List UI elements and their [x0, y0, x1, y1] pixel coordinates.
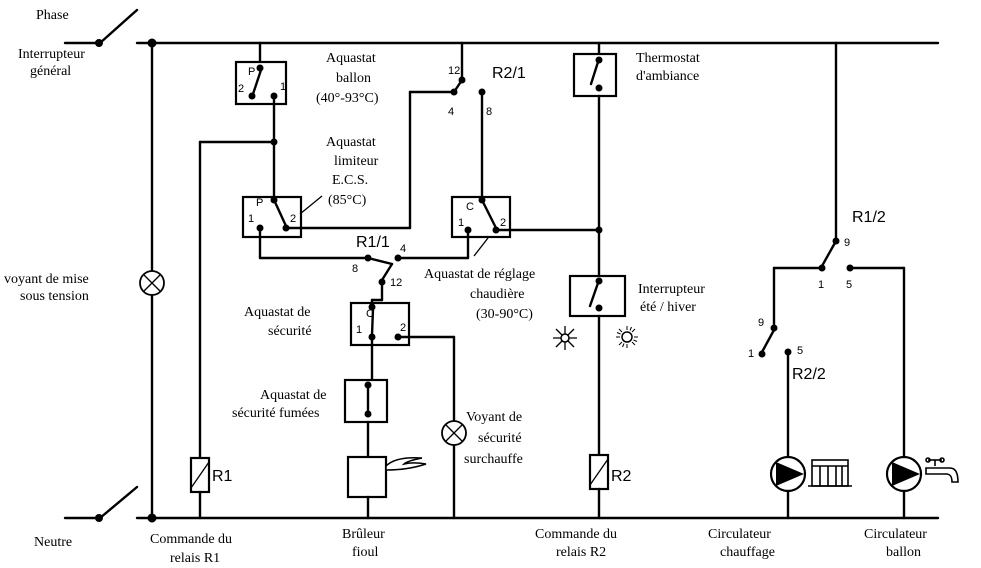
phase-rail: [63, 8, 940, 48]
neutral-label: Neutre: [34, 535, 72, 550]
aquastat-limiteur-label: Aquastat: [326, 135, 376, 150]
ete-hiver-label-2: été / hiver: [640, 300, 696, 315]
aquastat-fumees-label-2: sécurité fumées: [232, 406, 319, 421]
term-9: 9: [844, 237, 850, 249]
term-c: C: [366, 308, 374, 320]
sun-icon: [616, 326, 638, 348]
circ-chauffage-label-2: chauffage: [720, 545, 775, 560]
term-1: 1: [818, 279, 824, 291]
ete-hiver-label: Interrupteur: [638, 282, 705, 297]
phase-label: Phase: [36, 8, 69, 23]
faucet-icon: [925, 457, 959, 483]
term-1: 1: [248, 213, 254, 225]
terminal-labels: P 2 1 P 1 2 12 4 8 C 1 2 8 4 12 C 1 2 9 …: [238, 65, 852, 360]
bruleur-box: [346, 455, 388, 499]
relay-r1-2-label: R1/2: [852, 209, 886, 226]
term-12: 12: [448, 65, 460, 77]
term-5: 5: [797, 345, 803, 357]
aquastat-ballon-label-2: ballon: [336, 71, 371, 86]
aquastat-securite-label-2: sécurité: [268, 324, 312, 339]
term-2: 2: [238, 83, 244, 95]
circ-ballon-label: Circulateur: [864, 527, 927, 542]
relay-labels: R2/1 R1/1 R1/2 R2/2 R1 R2: [212, 65, 886, 485]
term-c: C: [466, 201, 474, 213]
term-2: 2: [290, 213, 296, 225]
overheat-lamp-label-2: sécurité: [478, 431, 522, 446]
relay-r1-cmd-label-2: relais R1: [170, 551, 220, 566]
term-4: 4: [400, 243, 406, 255]
term-1: 1: [748, 348, 754, 360]
term-8: 8: [486, 106, 492, 118]
aquastat-ballon-label: Aquastat: [326, 51, 376, 66]
relay-r2-cmd-label-2: relais R2: [556, 545, 606, 560]
relay-r2-2-label: R2/2: [792, 366, 826, 383]
aquastat-reglage-label-2: chaudière: [470, 287, 524, 302]
aquastat-securite-label: Aquastat de: [244, 305, 310, 320]
aquastat-limiteur-range: (85°C): [328, 193, 367, 208]
aquastat-reglage-range: (30-90°C): [476, 307, 533, 322]
term-1: 1: [280, 81, 286, 93]
circ-chauffage-label: Circulateur: [708, 527, 771, 542]
thermostat-label-2: d'ambiance: [636, 69, 699, 84]
aquastat-ballon-range: (40°-93°C): [316, 91, 379, 106]
radiator-icon: [808, 459, 852, 487]
thermostat-label: Thermostat: [636, 51, 700, 66]
term-2: 2: [500, 217, 506, 229]
term-12: 12: [390, 277, 402, 289]
labels: Phase Interrupteur général Neutre voyant…: [4, 8, 927, 566]
power-lamp-label-2: sous tension: [20, 289, 89, 304]
main-switch-label: Interrupteur: [18, 47, 85, 62]
aquastat-limiteur-label-3: E.C.S.: [332, 173, 368, 188]
term-5: 5: [846, 279, 852, 291]
overheat-lamp-label-3: surchauffe: [464, 452, 523, 467]
pump-icon: [885, 455, 923, 493]
relay-r2-cmd-label: Commande du: [535, 527, 617, 542]
term-1: 1: [458, 217, 464, 229]
bruleur-label: Brûleur: [342, 527, 385, 542]
overheat-lamp-label: Voyant de: [466, 410, 522, 425]
relay-r2-label: R2: [611, 468, 632, 485]
bruleur-label-2: fioul: [352, 545, 379, 560]
term-9: 9: [758, 317, 764, 329]
aquastat-limiteur-box: [241, 195, 303, 239]
pump-icon: [769, 455, 807, 493]
flame-icon: [385, 456, 427, 471]
circ-ballon-label-2: ballon: [886, 545, 921, 560]
neutral-rail: [63, 485, 940, 523]
main-switch-label-2: général: [30, 64, 71, 79]
power-lamp-label: voyant de mise: [4, 272, 89, 287]
aquastat-reglage-label: Aquastat de réglage: [424, 267, 535, 282]
term-1: 1: [356, 324, 362, 336]
relay-r1-cmd-label: Commande du: [150, 532, 232, 547]
term-2: 2: [400, 322, 406, 334]
aquastat-limiteur-label-2: limiteur: [334, 154, 379, 169]
power-lamp: [139, 270, 165, 296]
relay-r1-1-label: R1/1: [356, 234, 390, 251]
term-p: P: [248, 66, 255, 78]
relay-r1-label: R1: [212, 468, 233, 485]
aquastat-fumees-label: Aquastat de: [260, 388, 326, 403]
term-8: 8: [352, 263, 358, 275]
term-4: 4: [448, 106, 454, 118]
snowflake-icon: [553, 326, 577, 350]
relay-r2-1-label: R2/1: [492, 65, 526, 82]
overheat-lamp: [441, 420, 467, 446]
term-p: P: [256, 197, 263, 209]
